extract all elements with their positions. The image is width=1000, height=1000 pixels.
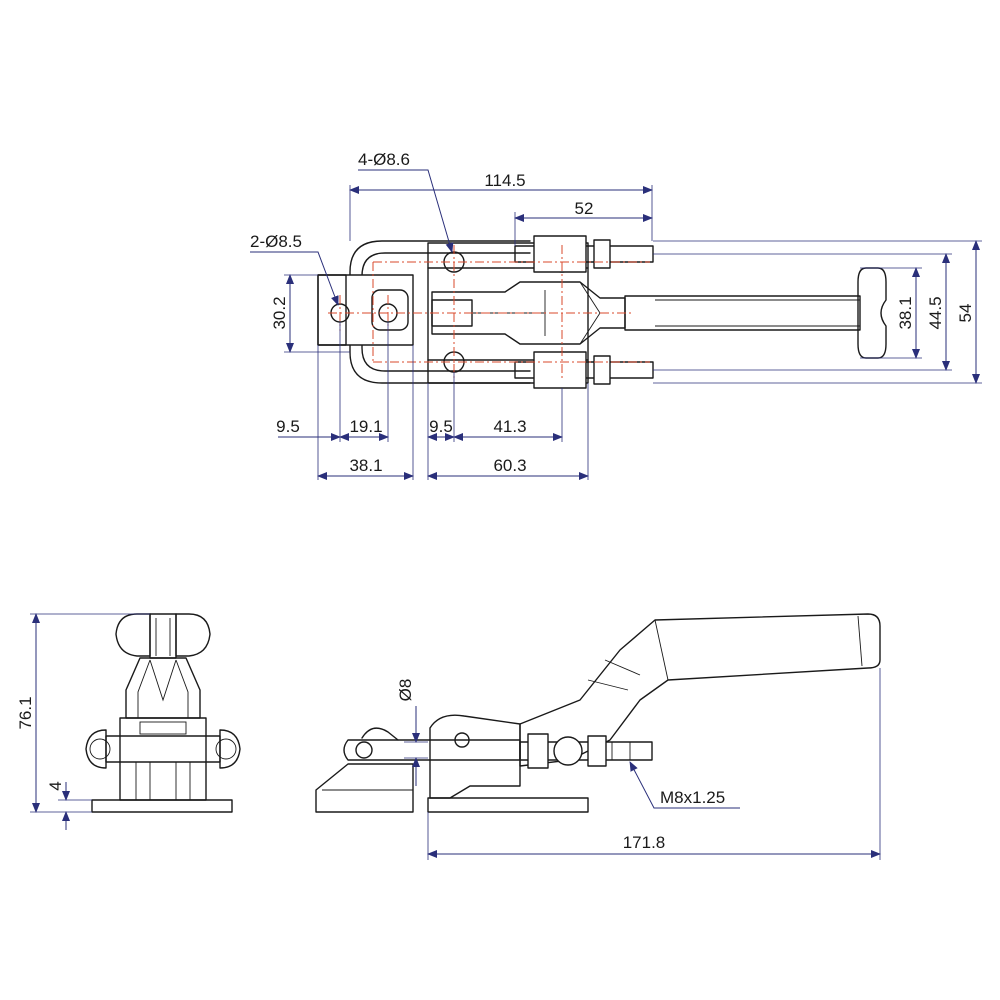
side-latch-hook [361, 727, 399, 741]
dim-19-1-label: 19.1 [349, 417, 382, 436]
catch-plate-slot [371, 289, 409, 331]
leader-2-holes [250, 251, 339, 306]
end-base-plate [91, 799, 233, 813]
side-base-plate [427, 797, 589, 813]
side-body-pivot [454, 732, 470, 748]
catch-plate-lip [317, 274, 347, 346]
side-view: Ø8 M8x1.25 171.8 [315, 613, 881, 860]
dim-76-1-label: 76.1 [16, 696, 35, 729]
dim-4-label: 4 [46, 781, 65, 790]
dim-30-2-label: 30.2 [270, 296, 289, 329]
label-thread: M8x1.25 [660, 788, 725, 807]
side-handle-lever [519, 613, 881, 767]
side-threaded-rod [519, 741, 653, 761]
dim-54-label: 54 [956, 304, 975, 323]
dim-114-5-label: 114.5 [484, 171, 525, 190]
dim-9-5-left-label: 9.5 [276, 417, 300, 436]
stud-lower [514, 351, 654, 389]
side-body [429, 714, 521, 799]
dim-60-3-label: 60.3 [493, 456, 526, 475]
dim-52-label: 52 [575, 199, 594, 218]
end-cross-shaft [105, 735, 221, 763]
end-left-ring [85, 729, 107, 769]
side-nut-1 [527, 733, 549, 769]
leader-thread [629, 761, 740, 809]
dim-38-1-vertical-label: 38.1 [896, 296, 915, 329]
end-right-ring [219, 729, 241, 769]
end-body [119, 717, 207, 801]
handle-grip [857, 267, 887, 359]
side-catch-block [315, 763, 414, 813]
label-2-holes: 2-Ø8.5 [250, 232, 302, 251]
handle-shaft [624, 295, 861, 331]
dim-9-5-right-label: 9.5 [429, 417, 453, 436]
dim-41-3-label: 41.3 [493, 417, 526, 436]
end-handle-arms [125, 657, 201, 719]
end-handle-grip [115, 613, 211, 657]
dim-38-1-horizontal-label: 38.1 [349, 456, 382, 475]
side-latch-arm [343, 739, 521, 761]
side-nut-ball [553, 736, 583, 766]
side-latch-pin [355, 741, 373, 759]
dim-171-8-label: 171.8 [623, 833, 666, 852]
side-nut-2 [587, 735, 607, 767]
top-view: 114.5 52 4-Ø8.6 2-Ø8.5 30.2 38.1 44.5 54 [250, 150, 982, 480]
dim-44-5-label: 44.5 [926, 296, 945, 329]
label-4-holes: 4-Ø8.6 [358, 150, 410, 169]
stud-upper [514, 235, 654, 273]
dim-dia-8-label: Ø8 [396, 679, 415, 702]
end-handle-neck [149, 613, 177, 659]
end-view: 76.1 4 [16, 613, 241, 830]
leader-4-holes [358, 169, 454, 253]
